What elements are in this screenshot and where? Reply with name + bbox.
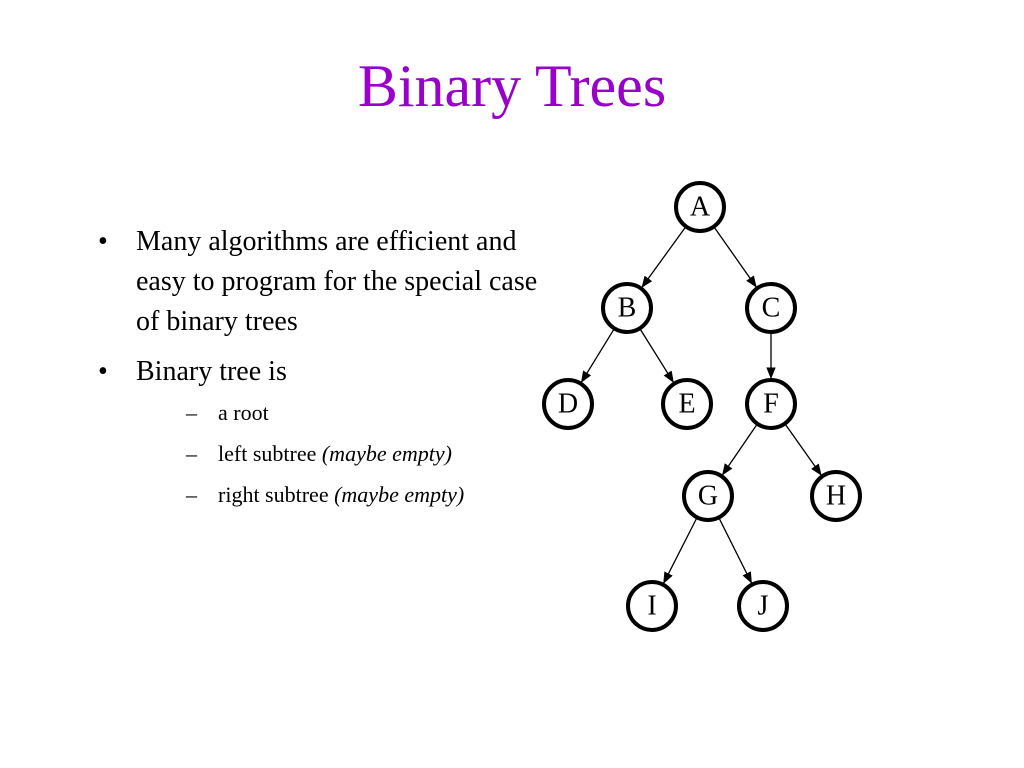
- edge-F-G: [722, 423, 758, 476]
- node-circle: [737, 580, 789, 632]
- tree-node-F: F: [745, 378, 797, 430]
- sub-bullet-text: left subtree: [218, 441, 322, 466]
- edge-G-J: [718, 517, 752, 584]
- sub-bullet-item: – right subtree (maybe empty): [136, 474, 566, 515]
- bullet-marker: •: [98, 356, 108, 387]
- node-label: E: [678, 389, 695, 420]
- node-label: G: [698, 481, 718, 512]
- sub-bullet-note: (maybe empty): [321, 441, 452, 466]
- slide-title: Binary Trees: [357, 53, 667, 119]
- node-circle: [745, 378, 797, 430]
- edge-B-D: [581, 328, 615, 383]
- tree-node-G: G: [682, 470, 734, 522]
- sub-bullet-list: – a root – left subtree (maybe empty) – …: [136, 392, 566, 515]
- tree-edges: [581, 226, 822, 584]
- bullet-item: • Binary tree is – a root – left subtree…: [96, 352, 566, 515]
- node-label: I: [647, 591, 656, 622]
- node-circle: [674, 181, 726, 233]
- tree-node-B: B: [601, 282, 653, 334]
- node-label: H: [826, 481, 846, 512]
- sub-bullet-note: (maybe empty): [334, 482, 465, 507]
- tree-node-H: H: [810, 470, 862, 522]
- tree-node-C: C: [745, 282, 797, 334]
- tree-node-A: A: [674, 181, 726, 233]
- node-label: B: [618, 293, 637, 324]
- node-label: C: [762, 293, 781, 324]
- sub-bullet-marker: –: [186, 441, 197, 466]
- bullet-list: • Many algorithms are efficient and easy…: [96, 222, 566, 525]
- tree-node-I: I: [626, 580, 678, 632]
- bullet-item: • Many algorithms are efficient and easy…: [96, 222, 566, 342]
- edge-A-B: [641, 226, 687, 288]
- edge-G-I: [663, 517, 698, 584]
- node-circle: [626, 580, 678, 632]
- sub-bullet-marker: –: [186, 482, 197, 507]
- node-circle: [810, 470, 862, 522]
- bullet-text: Many algorithms are efficient and easy t…: [136, 226, 538, 337]
- sub-bullet-text: a root: [218, 400, 269, 425]
- node-circle: [745, 282, 797, 334]
- sub-bullet-item: – left subtree (maybe empty): [136, 433, 566, 474]
- edge-F-H: [784, 423, 822, 476]
- sub-bullet-text: right subtree: [218, 482, 335, 507]
- node-label: F: [763, 389, 779, 420]
- tree-node-J: J: [737, 580, 789, 632]
- sub-bullet-marker: –: [186, 400, 197, 425]
- node-circle: [661, 378, 713, 430]
- node-circle: [601, 282, 653, 334]
- node-label: J: [758, 591, 769, 622]
- edge-B-E: [639, 328, 674, 383]
- bullet-marker: •: [98, 226, 108, 257]
- node-label: A: [690, 192, 711, 223]
- bullet-text: Binary tree is: [136, 356, 287, 387]
- tree-node-E: E: [661, 378, 713, 430]
- edge-A-C: [713, 226, 757, 288]
- node-circle: [682, 470, 734, 522]
- sub-bullet-item: – a root: [136, 392, 566, 433]
